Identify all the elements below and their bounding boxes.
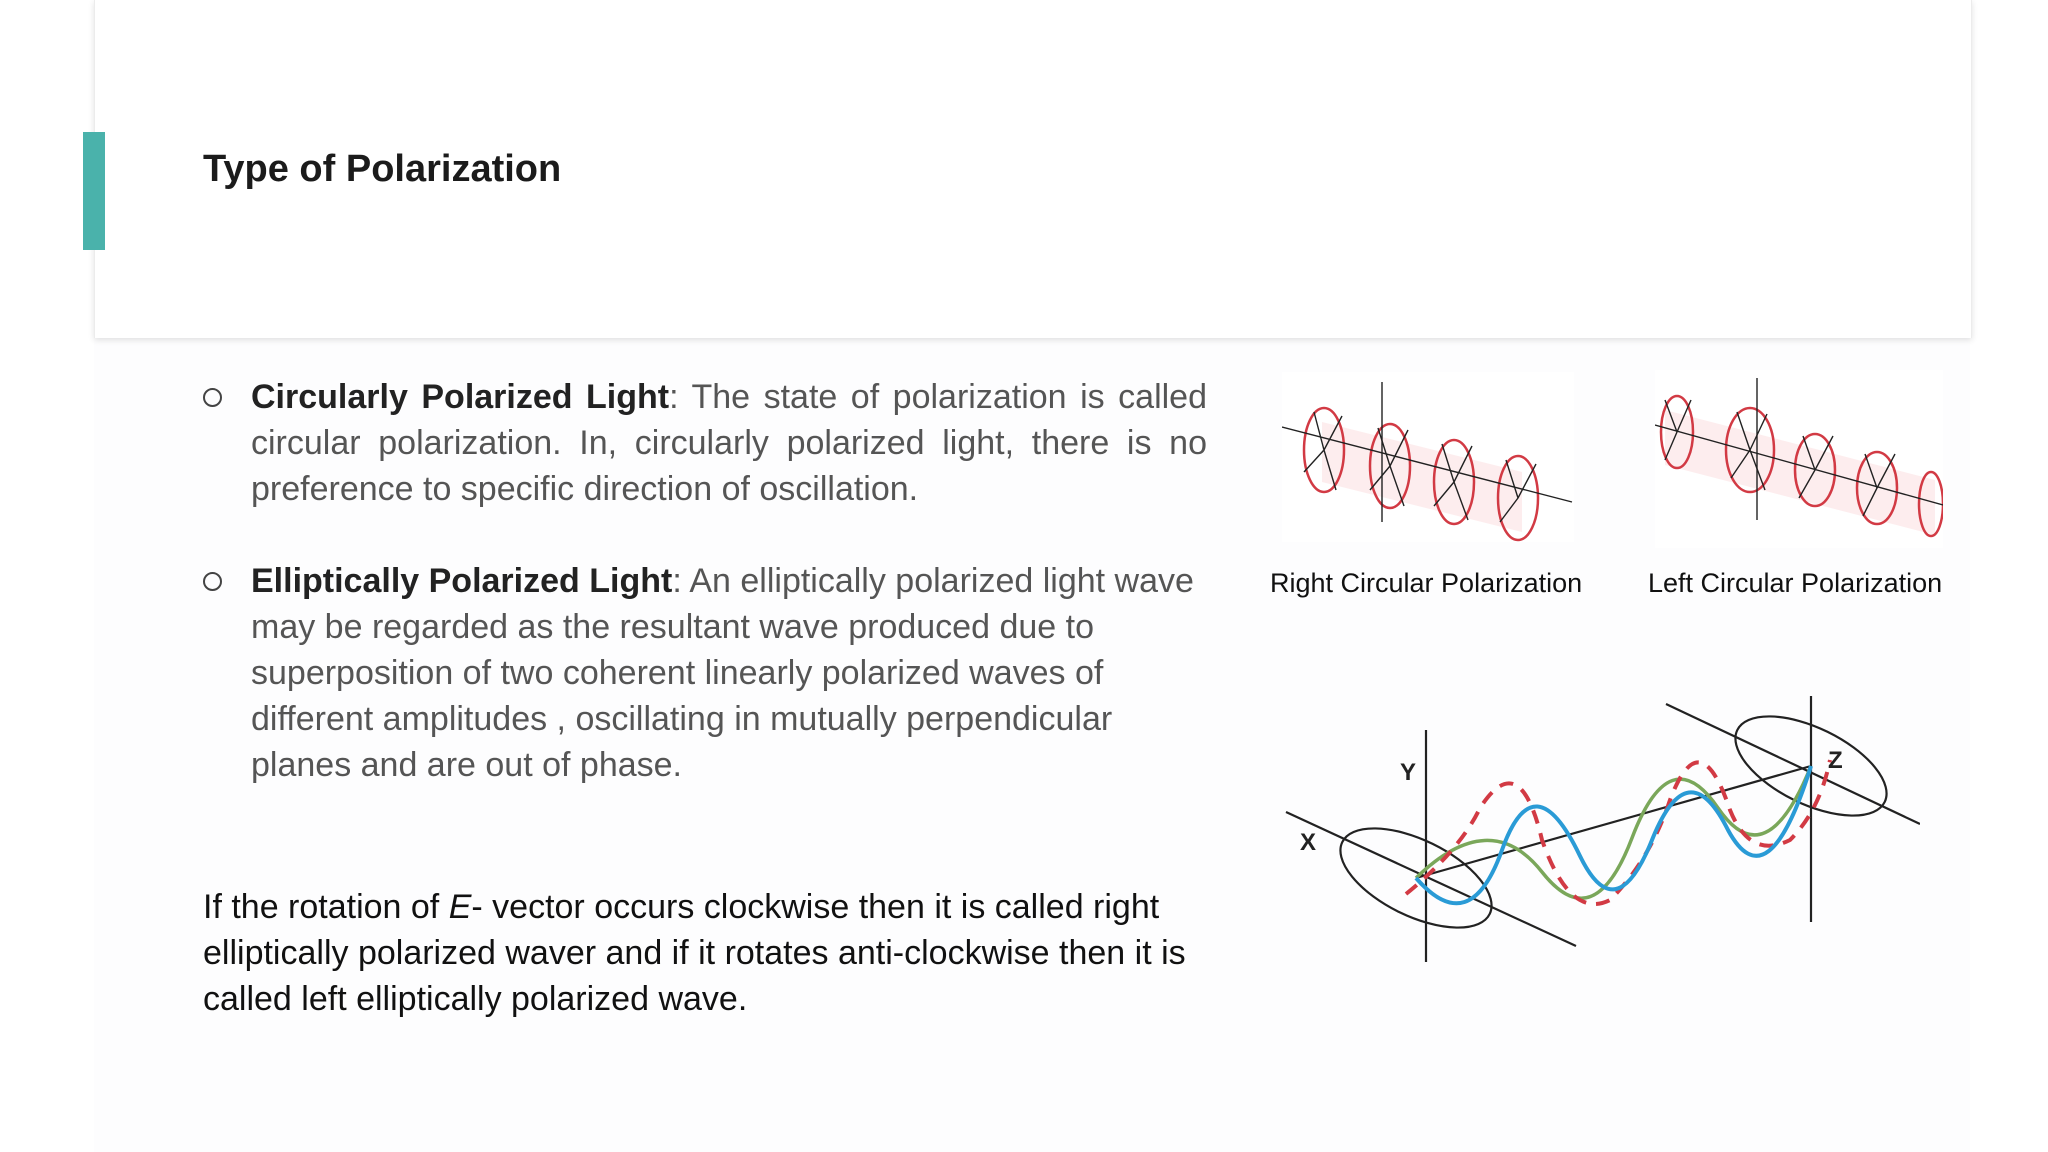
accent-bar	[83, 132, 105, 250]
bullet-elliptical: Elliptically Polarized Light: An ellipti…	[203, 558, 1207, 788]
z-axis-label: Z	[1828, 747, 1843, 774]
bullet-term: Elliptically Polarized Light	[251, 562, 673, 600]
conclusion-after: - vector occurs clockwise then it is cal…	[203, 888, 1186, 1018]
bullet-circular: Circularly Polarized Light: The state of…	[203, 374, 1207, 512]
bullet-description: An elliptically polarized light wave may…	[251, 562, 1194, 784]
bullet-text: Elliptically Polarized Light: An ellipti…	[251, 558, 1207, 788]
bullet-text: Circularly Polarized Light: The state of…	[251, 374, 1207, 512]
slide-title: Type of Polarization	[203, 148, 562, 190]
y-axis-label: Y	[1400, 759, 1416, 786]
conclusion-paragraph: If the rotation of E- vector occurs cloc…	[203, 884, 1213, 1022]
bullet-separator: :	[672, 562, 682, 600]
hollow-circle-bullet-icon	[203, 572, 222, 591]
right-circular-caption: Right Circular Polarization	[1270, 568, 1583, 598]
bullet-list: Circularly Polarized Light: The state of…	[203, 374, 1207, 788]
elliptical-polarization-diagram: Y X Z	[1285, 696, 1920, 962]
right-circular-polarization-figure	[1282, 372, 1574, 542]
left-circular-caption: Left Circular Polarization	[1648, 568, 1943, 598]
bullet-term: Circularly Polarized Light	[251, 378, 670, 416]
conclusion-before: If the rotation of	[203, 888, 449, 926]
bullet-separator: :	[669, 378, 679, 416]
title-card	[94, 0, 1972, 338]
x-axis-label: X	[1300, 829, 1316, 856]
bullet-description: The state of polarization is called circ…	[251, 378, 1207, 508]
left-circular-polarization-figure	[1655, 370, 1943, 548]
hollow-circle-bullet-icon	[203, 388, 222, 407]
e-vector-symbol: E	[448, 888, 472, 926]
